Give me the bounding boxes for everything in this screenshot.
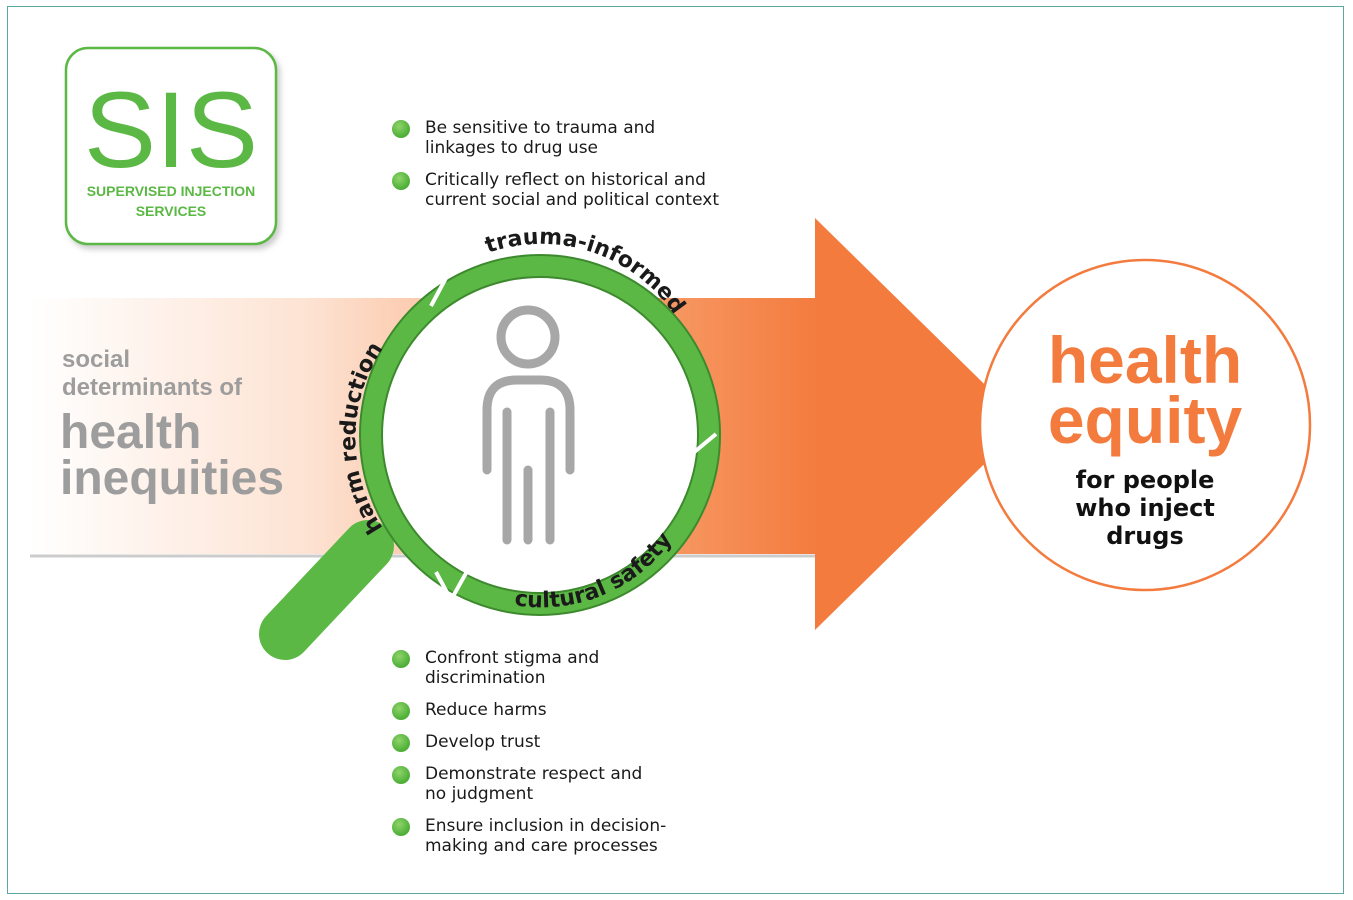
green-dot-icon	[392, 650, 410, 668]
bullet-line1: Reduce harms	[425, 700, 547, 720]
bullet-line1: Critically reflect on historical and	[425, 170, 706, 190]
list-item: Ensure inclusion in decision- making and…	[392, 816, 666, 856]
bullet-line2: linkages to drug use	[425, 138, 599, 158]
left-text-line3: health	[60, 406, 201, 459]
bullet-line2: making and care processes	[425, 836, 658, 856]
bullet-line1: Be sensitive to trauma and	[425, 118, 656, 138]
logo-subtitle-line1: SUPERVISED INJECTION	[87, 183, 256, 199]
person-outline-icon	[482, 305, 575, 545]
left-text-line2: determinants of	[62, 374, 243, 401]
bullet-line1: Confront stigma and	[425, 648, 600, 668]
bullet-line1: Demonstrate respect and	[425, 764, 643, 784]
social-determinants-text: social determinants of health inequities	[60, 346, 284, 505]
ring-chevron-bottom	[434, 565, 472, 605]
bullet-line2: discrimination	[425, 668, 546, 688]
list-item: Demonstrate respect and no judgment	[392, 764, 666, 804]
health-equity-goal: health equity for people who inject drug…	[978, 258, 1312, 592]
left-text-line4: inequities	[60, 452, 284, 505]
list-item: Critically reflect on historical and cur…	[392, 170, 719, 210]
list-item: Confront stigma and discrimination	[392, 648, 666, 688]
green-dot-icon	[392, 172, 410, 190]
green-dot-icon	[392, 120, 410, 138]
arrow-head	[815, 218, 1025, 630]
left-text-line1: social	[62, 346, 130, 373]
goal-sub-line1: for people	[1076, 466, 1215, 494]
bullet-line2: current social and political context	[425, 190, 719, 210]
diagram-frame	[7, 6, 1344, 894]
green-dot-icon	[392, 818, 410, 836]
goal-sub-line2: who inject	[1075, 494, 1215, 522]
green-dot-icon	[392, 702, 410, 720]
bottom-bullet-list: Confront stigma and discrimination Reduc…	[392, 648, 666, 868]
bullet-line1: Develop trust	[425, 732, 541, 752]
bullet-line1: Ensure inclusion in decision-	[425, 816, 667, 836]
logo-acronym: SIS	[84, 69, 258, 190]
bullet-line2: no judgment	[425, 784, 534, 804]
magnifying-glass-icon	[259, 520, 394, 660]
list-item: Be sensitive to trauma and linkages to d…	[392, 118, 719, 158]
list-item: Develop trust	[392, 732, 666, 752]
list-item: Reduce harms	[392, 700, 666, 720]
logo-subtitle-line2: SERVICES	[136, 203, 207, 219]
green-dot-icon	[392, 734, 410, 752]
green-dot-icon	[392, 766, 410, 784]
goal-title-line2: equity	[1048, 383, 1243, 457]
ring-chevron-top	[421, 269, 449, 307]
goal-title-line1: health	[1048, 323, 1242, 397]
top-bullet-list: Be sensitive to trauma and linkages to d…	[392, 118, 719, 222]
sis-logo: SIS SUPERVISED INJECTION SERVICES	[64, 46, 278, 246]
ring-chevron-right	[670, 432, 718, 457]
goal-sub-line3: drugs	[1106, 522, 1184, 550]
